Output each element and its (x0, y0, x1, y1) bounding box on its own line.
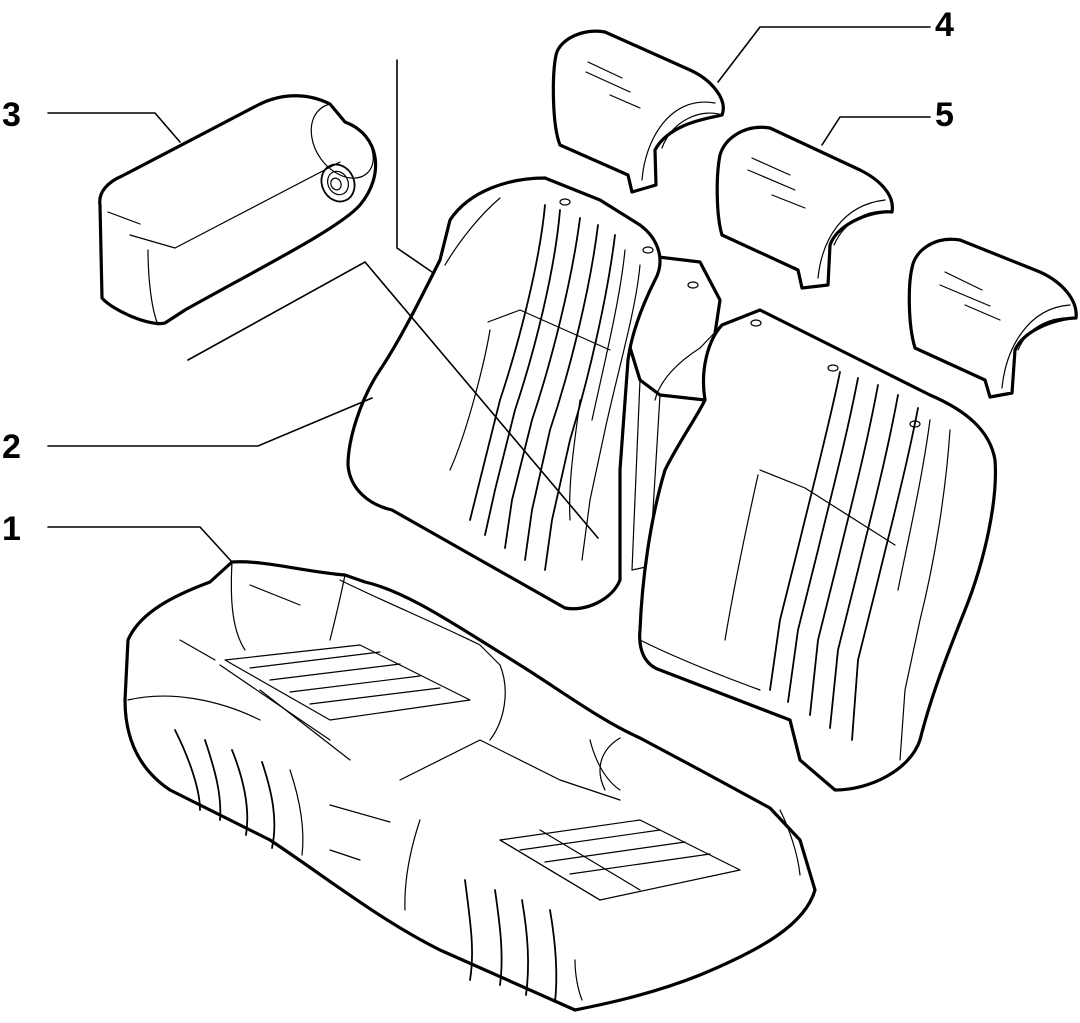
callout-label-3: 3 (2, 96, 21, 134)
headrest-part-4 (551, 29, 725, 194)
headrest-part-5 (715, 125, 894, 290)
leader-lines (47, 26, 931, 563)
armrest-part (98, 94, 378, 326)
callout-label-5: 5 (935, 96, 954, 134)
seat-cushion-part (123, 560, 817, 1012)
callout-labels: 1 2 3 4 5 (2, 6, 954, 548)
backrest-part (346, 176, 998, 792)
callout-label-4: 4 (935, 6, 954, 44)
callout-label-2: 2 (2, 428, 21, 466)
headrest-unlabeled (907, 237, 1078, 399)
callout-label-1: 1 (2, 510, 21, 548)
